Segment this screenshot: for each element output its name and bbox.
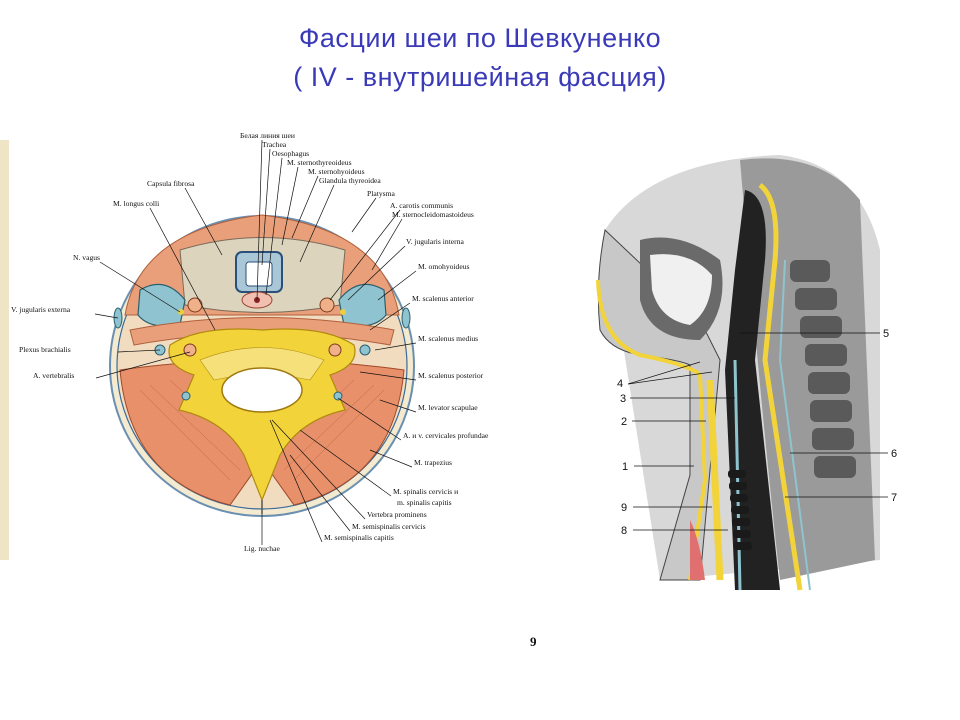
label-scalenus-anterior: M. scalenus anterior [412,294,474,303]
label-semispinalis-capitis: M. semispinalis capitis [324,533,394,542]
label-oesophagus: Oesophagus [272,149,309,158]
neck-sagittal-section [596,155,880,591]
sagittal-leader-lines [627,332,888,531]
num-4: 4 [617,378,623,390]
label-belaya-liniya: Белая линия шеи [240,131,295,140]
num-1: 1 [622,461,628,473]
label-n-vagus: N. vagus [73,253,100,262]
num-8: 8 [621,525,627,537]
label-carotis-communis: A. carotis communis [390,201,453,210]
cross-section-leader-lines [94,139,417,545]
label-capsula-fibrosa: Capsula fibrosa [147,179,195,188]
num-5: 5 [883,328,889,340]
label-a-vertebralis: A. vertebralis [33,371,74,380]
num-9: 9 [621,502,627,514]
label-levator-scapulae: M. levator scapulae [418,403,478,412]
label-lig-nuchae: Lig. nuchae [244,544,280,553]
label-trapezius: M. trapezius [414,458,452,467]
label-semispinalis-cervicis: M. semispinalis cervicis [352,522,426,531]
label-cervicales-profundae: A. и v. cervicales profundae [403,431,489,440]
slide-title-line2: ( IV - внутришейная фасция) [293,62,667,92]
label-jugularis-interna: V. jugularis interna [406,237,464,246]
label-platysma: Platysma [367,189,395,198]
label-spinalis-cervicis: M. spinalis cervicis и [393,487,458,496]
label-glandula-thyreoidea: Glandula thyreoidea [319,176,381,185]
num-3: 3 [620,393,626,405]
label-trachea: Trachea [262,140,287,149]
num-6: 6 [891,448,897,460]
cross-section-labels: Белая линия шеи Trachea Oesophagus M. st… [11,131,489,553]
label-sternohyoideus: M. sternohyoideus [308,167,365,176]
slide-title-line1: Фасции шеи по Шевкуненко [298,23,662,53]
label-omohyoideus: M. omohyoideus [418,262,470,271]
label-scalenus-posterior: M. scalenus posterior [418,371,484,380]
num-7: 7 [891,492,897,504]
label-sternothyreoideus: M. sternothyreoideus [287,158,352,167]
label-longus-colli: M. longus colli [113,199,159,208]
label-sternocleidomastoideus: M. sternocleidomastoideus [392,210,474,219]
label-jugularis-externa: V. jugularis externa [11,305,71,314]
sagittal-labels: 5 4 3 2 1 9 8 6 7 [617,328,897,537]
num-2: 2 [621,416,627,428]
page-mark: 9 [530,634,537,649]
label-spinalis-capitis: m. spinalis capitis [397,498,452,507]
label-plexus-brachialis: Plexus brachialis [19,345,71,354]
label-scalenus-medius: M. scalenus medius [418,334,478,343]
label-vertebra-prominens: Vertebra prominens [367,510,427,519]
